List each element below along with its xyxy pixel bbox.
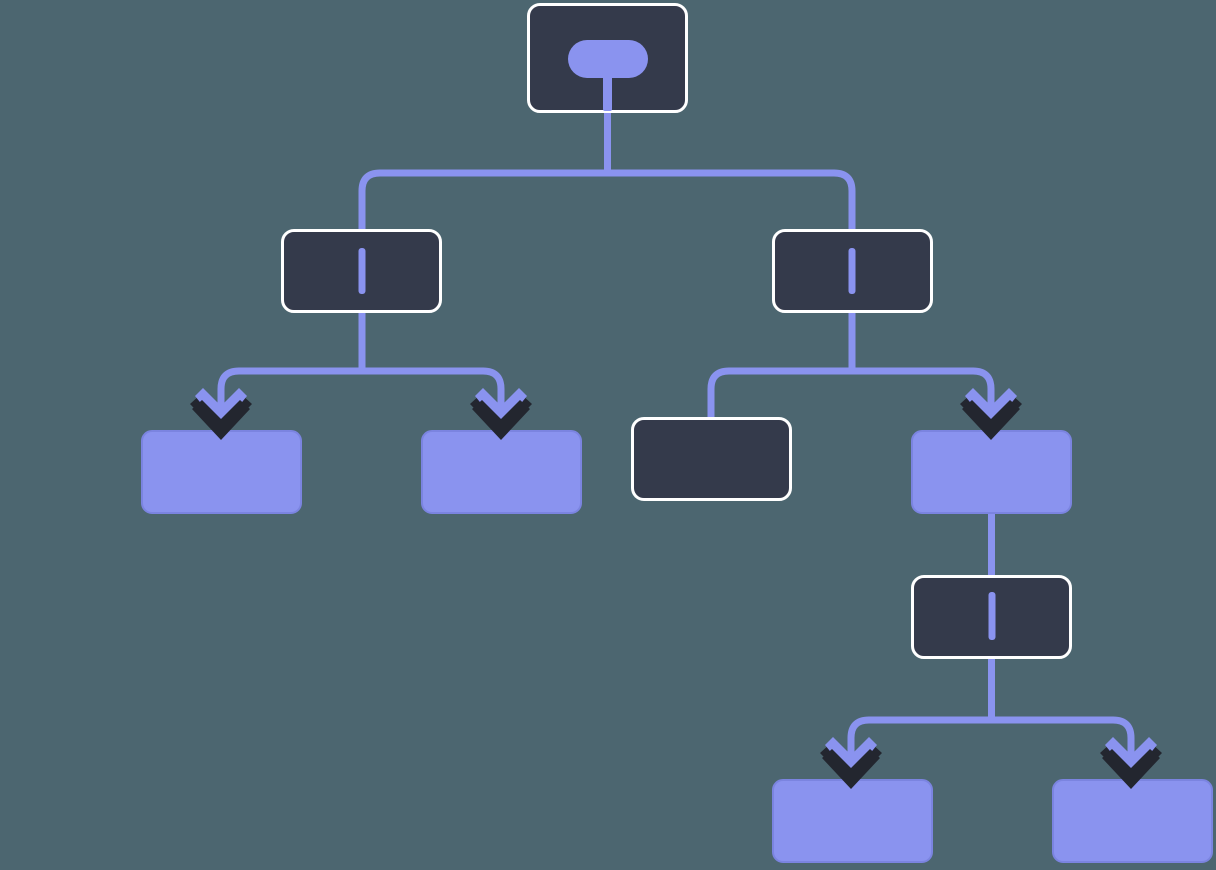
node-pass-through-line xyxy=(358,248,366,294)
node-pass-through-line xyxy=(848,248,856,294)
tree-leaf-node[interactable] xyxy=(141,430,302,514)
tree-node-purple-parent[interactable] xyxy=(911,430,1072,514)
node-pass-through-line xyxy=(988,592,996,640)
tree-leaf-node[interactable] xyxy=(1052,779,1213,863)
root-pill-stem-icon xyxy=(527,3,688,113)
tree-leaf-node[interactable] xyxy=(421,430,582,514)
tree-leaf-node[interactable] xyxy=(772,779,933,863)
tree-node-dark-leaf[interactable] xyxy=(631,417,792,501)
